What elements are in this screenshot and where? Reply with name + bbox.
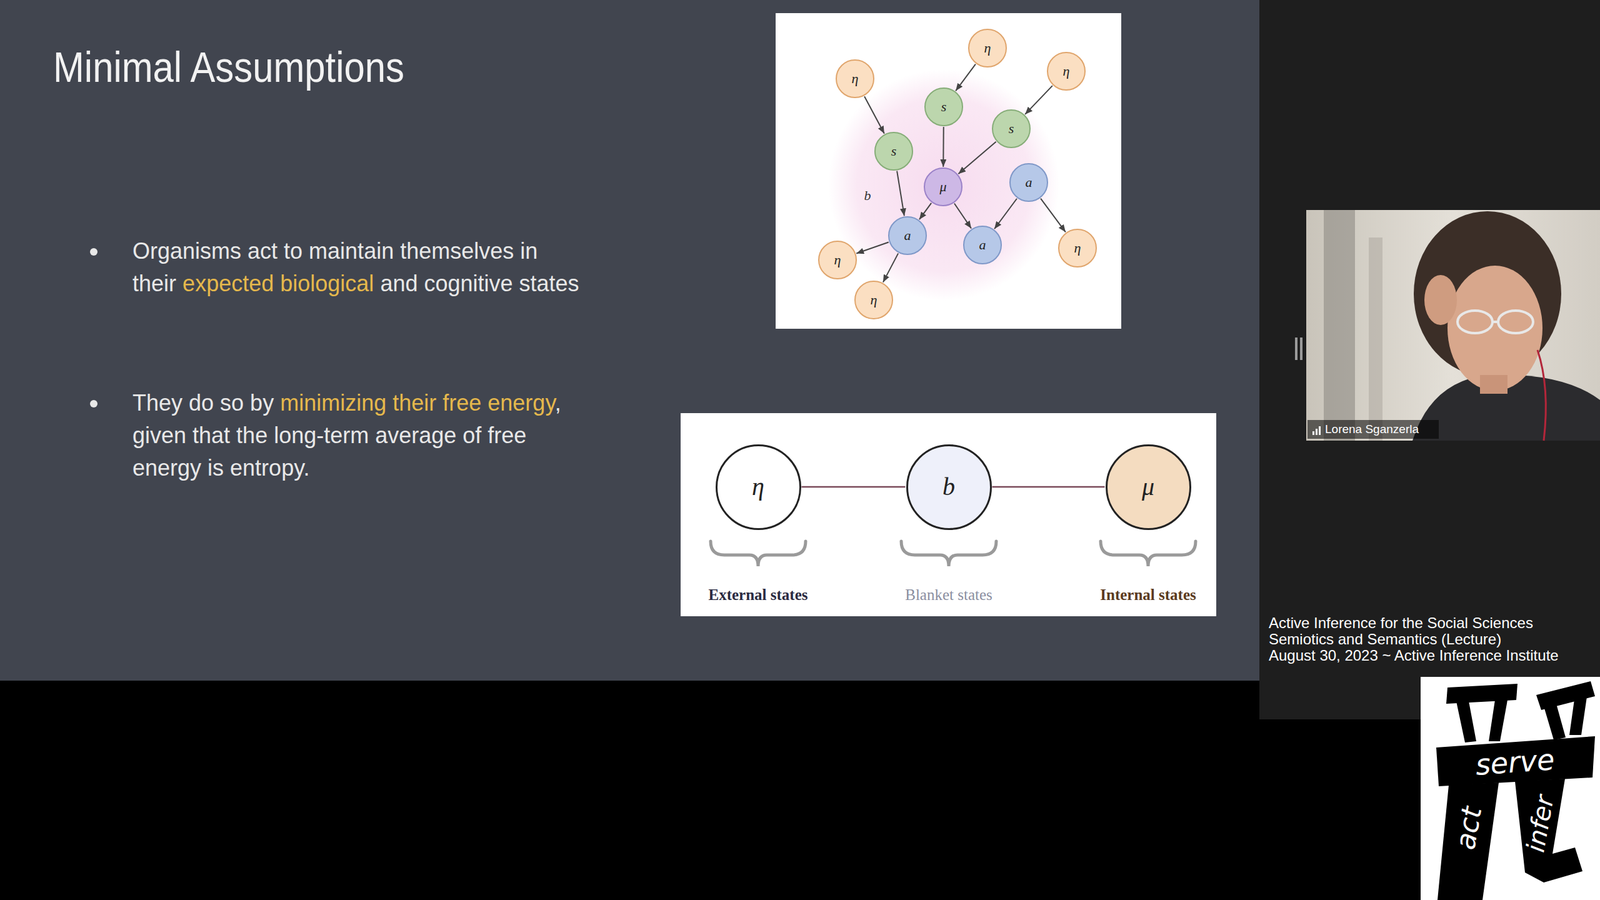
bullet-dot <box>90 400 98 408</box>
active-state-node: a <box>963 225 1002 265</box>
connector <box>883 253 899 282</box>
sensory-state-node: s <box>924 87 964 127</box>
external-state-node: η <box>715 444 802 530</box>
side-panel <box>1259 0 1600 720</box>
blanket-state-node: b <box>906 444 992 530</box>
internal-state-node: μ <box>1105 444 1192 530</box>
logo-word: serve <box>1474 743 1556 782</box>
external-state-node: η <box>968 28 1007 68</box>
node-symbol: a <box>904 228 912 243</box>
node-symbol: s <box>941 100 947 114</box>
bullet-paragraph: They do so byminimizing their free energ… <box>132 386 583 485</box>
external-state-node: η <box>854 280 894 320</box>
state-label: External states <box>708 586 809 605</box>
node-symbol: a <box>979 238 987 252</box>
connector <box>801 486 906 489</box>
bullet-text: They do so by <box>132 390 274 416</box>
connector <box>942 126 945 167</box>
node-symbol: b <box>942 474 955 500</box>
external-state-node: η <box>1058 228 1097 268</box>
active-state-node: a <box>888 216 927 255</box>
external-state-node: η <box>818 240 857 280</box>
figure-panel <box>680 413 1217 617</box>
institute-logo <box>1420 676 1600 900</box>
node-symbol: η <box>984 41 992 55</box>
node-symbol: s <box>891 144 897 159</box>
active-state-node: a <box>1009 163 1049 202</box>
internal-state-node: μ <box>923 167 963 207</box>
connector <box>1025 85 1053 115</box>
connector <box>994 198 1017 230</box>
node-symbol: μ <box>939 180 947 194</box>
bullet-text: and cognitive states <box>380 270 579 297</box>
video-caption: Active Inference for the Social Sciences <box>1268 614 1534 632</box>
sensory-state-node: s <box>991 109 1031 149</box>
connector <box>954 203 972 229</box>
sensory-state-node: s <box>874 131 914 171</box>
external-state-node: η <box>1046 51 1086 91</box>
slide-title: Minimal Assumptions <box>53 42 405 92</box>
highlight-text: minimizing their free energy <box>280 390 555 416</box>
connector <box>1040 198 1066 233</box>
state-label: Blanket states <box>905 586 993 605</box>
bullet-paragraph: Organisms act to maintain themselves in … <box>132 235 583 300</box>
slide-ground <box>0 0 1260 681</box>
node-symbol: η <box>1074 241 1082 255</box>
connector <box>958 141 996 174</box>
figure-panel <box>775 13 1122 329</box>
connector <box>864 96 885 134</box>
node-symbol: η <box>870 293 878 307</box>
blanket-label: b <box>864 187 872 204</box>
speaker-video <box>1295 210 1600 441</box>
connector <box>919 203 932 220</box>
node-symbol: η <box>851 71 859 86</box>
brace <box>710 541 1196 567</box>
video-caption: August 30, 2023 ~ Active Inference Insti… <box>1268 646 1559 665</box>
node-symbol: η <box>751 474 765 500</box>
speaker-name: Lorena Sganzerla <box>1325 422 1419 437</box>
node-symbol: μ <box>1141 474 1155 500</box>
state-label: Internal states <box>1100 586 1196 605</box>
bullet-dot <box>90 248 98 256</box>
connector <box>992 486 1105 489</box>
connector <box>896 171 905 217</box>
video-caption: Semiotics and Semantics (Lecture) <box>1268 630 1502 649</box>
node-symbol: η <box>1063 64 1070 79</box>
external-state-node: η <box>835 59 875 99</box>
connector <box>856 242 889 254</box>
highlight-text: expected biological <box>182 270 374 297</box>
node-symbol: s <box>1008 121 1015 136</box>
node-symbol: a <box>1025 175 1033 190</box>
connector <box>955 64 976 92</box>
blanket-region <box>828 69 1060 301</box>
node-symbol: η <box>834 253 842 267</box>
